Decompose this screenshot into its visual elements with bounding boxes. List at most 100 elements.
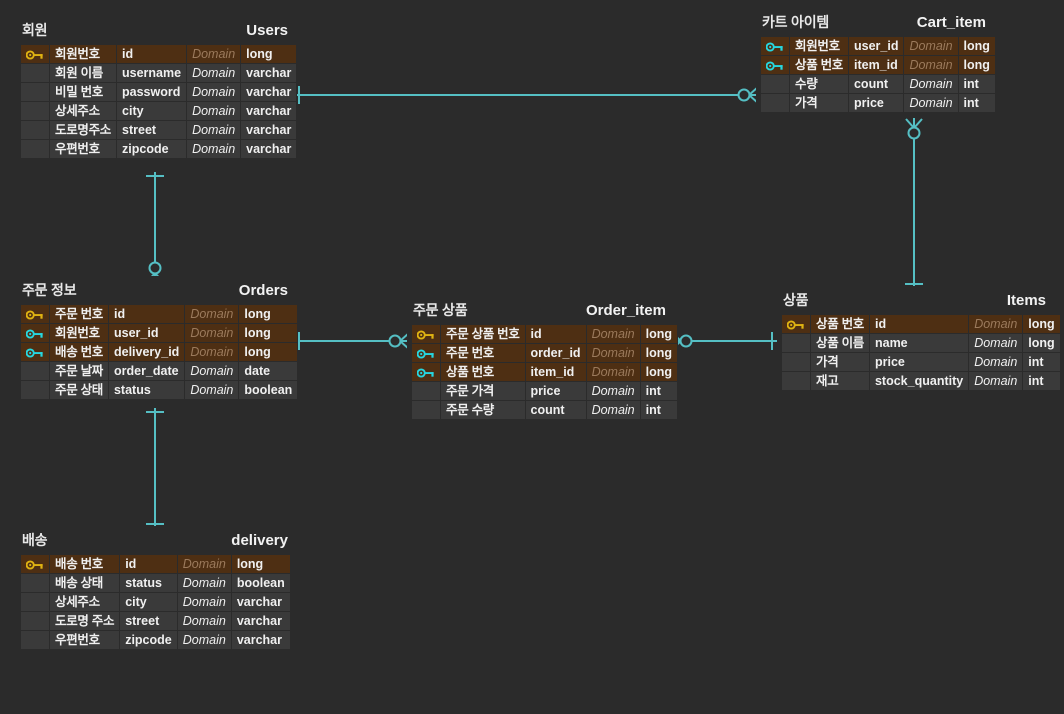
row-key-cell xyxy=(761,94,789,112)
column-domain: Domain xyxy=(177,593,231,611)
column-domain: Domain xyxy=(187,45,241,63)
column-name: username xyxy=(117,64,187,82)
entity-cart-item-title-en: Cart_item xyxy=(916,13,986,31)
column-name: user_id xyxy=(848,37,904,55)
column-type: date xyxy=(239,362,298,380)
column-domain: Domain xyxy=(969,353,1023,371)
entity-order-item-title-en: Order_item xyxy=(585,301,666,319)
foreign-key-icon xyxy=(26,347,44,359)
column-type: int xyxy=(640,382,678,400)
column-type: long xyxy=(241,45,297,63)
column-type: long xyxy=(231,555,290,573)
column-type: int xyxy=(1023,372,1060,390)
column-name: status xyxy=(120,574,177,592)
column-name: stock_quantity xyxy=(869,372,969,390)
column-label-ko: 주문 번호 xyxy=(50,305,108,323)
column-label-ko: 주문 상품 번호 xyxy=(441,325,525,343)
column-label-ko: 배송 번호 xyxy=(50,343,108,361)
column-name: street xyxy=(117,121,187,139)
column-label-ko: 도로명 주소 xyxy=(50,612,120,630)
column-label-ko: 재고 xyxy=(811,372,869,390)
column-label-ko: 상세주소 xyxy=(50,593,120,611)
row-key-cell xyxy=(21,593,49,611)
entity-delivery-title-ko: 배송 xyxy=(22,532,48,548)
entity-orders-header: 주문 정보 Orders xyxy=(16,276,294,304)
entity-users-header: 회원 Users xyxy=(16,16,294,44)
row-key-cell xyxy=(782,353,810,371)
column-name: id xyxy=(525,325,586,343)
column-type: int xyxy=(958,94,995,112)
entity-orders-title-ko: 주문 정보 xyxy=(22,282,77,298)
column-domain: Domain xyxy=(586,401,640,419)
column-type: long xyxy=(640,344,678,362)
column-type: varchar xyxy=(241,102,297,120)
column-name: id xyxy=(117,45,187,63)
column-name: user_id xyxy=(108,324,185,342)
column-domain: Domain xyxy=(187,64,241,82)
row-key-cell xyxy=(21,381,49,399)
column-label-ko: 주문 번호 xyxy=(441,344,525,362)
row-key-cell xyxy=(21,45,49,63)
column-type: long xyxy=(239,324,298,342)
column-type: varchar xyxy=(231,593,290,611)
entity-users-title-ko: 회원 xyxy=(22,22,48,38)
foreign-key-icon xyxy=(26,328,44,340)
column-label-ko: 우편번호 xyxy=(50,631,120,649)
row-key-cell xyxy=(21,102,49,120)
column-type: int xyxy=(640,401,678,419)
column-label-ko: 주문 상태 xyxy=(50,381,108,399)
column-name: id xyxy=(120,555,177,573)
row-key-cell xyxy=(782,372,810,390)
column-label-ko: 우편번호 xyxy=(50,140,117,158)
column-type: long xyxy=(958,56,995,74)
column-name: item_id xyxy=(848,56,904,74)
column-label-ko: 가격 xyxy=(790,94,848,112)
column-name: name xyxy=(869,334,969,352)
column-domain: Domain xyxy=(969,334,1023,352)
column-domain: Domain xyxy=(586,382,640,400)
column-label-ko: 상품 번호 xyxy=(790,56,848,74)
entity-delivery-title-en: delivery xyxy=(231,531,288,549)
column-type: long xyxy=(640,363,678,381)
column-label-ko: 회원번호 xyxy=(50,324,108,342)
column-type: varchar xyxy=(231,631,290,649)
